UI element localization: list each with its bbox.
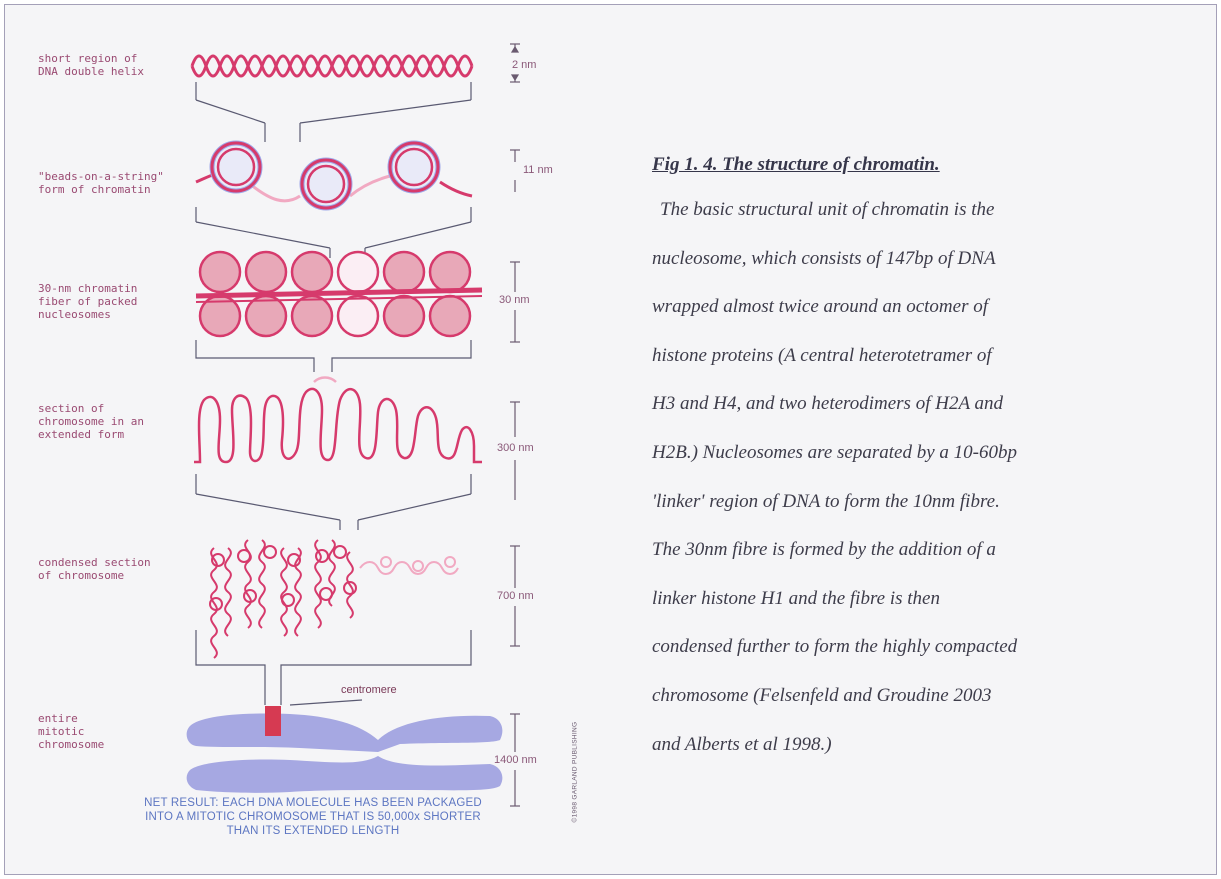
scale-label-2nm: 2 nm [512,59,536,71]
caption-title: Fig 1. 4. The structure of chromatin. [652,152,1192,178]
centromere-label: centromere [341,684,397,697]
level-label-extended-chromosome: section of chromosome in an extended for… [38,402,144,441]
caption-line: condensed further to form the highly com… [652,623,1192,672]
caption-line: linker histone H1 and the fibre is then [652,575,1192,624]
dna-double-helix [192,56,472,76]
level-label-dna-helix: short region of DNA double helix [38,52,144,78]
caption-line: H2B.) Nucleosomes are separated by a 10-… [652,429,1192,478]
level-label-beads-on-a-string: "beads-on-a-string" form of chromatin [38,170,164,196]
scale-bars [510,44,520,806]
beads-on-a-string [196,143,472,208]
scale-label-300nm: 300 nm [497,442,534,454]
caption-line: nucleosome, which consists of 147bp of D… [652,235,1192,284]
chromatin-fiber-30nm [196,252,482,336]
caption-line: The basic structural unit of chromatin i… [652,186,1192,235]
condensed-chromosome-section [210,540,458,658]
caption-body: The basic structural unit of chromatin i… [652,186,1192,769]
level-label-mitotic-chromosome: entire mitotic chromosome [38,712,104,751]
level-label-condensed-section: condensed section of chromosome [38,556,151,582]
extended-chromosome-section [194,378,482,463]
figure-caption: Fig 1. 4. The structure of chromatin. Th… [652,152,1192,769]
mitotic-chromosome [187,706,503,793]
scale-label-700nm: 700 nm [497,590,534,602]
scale-label-11nm: 11 nm [523,164,553,176]
caption-line: chromosome (Felsenfeld and Groudine 2003 [652,672,1192,721]
caption-line: 'linker' region of DNA to form the 10nm … [652,478,1192,527]
chromatin-diagram: short region of DNA double helix "beads-… [0,0,600,879]
copyright-credit-text: ©1998 GARLAND PUBLISHING [572,693,579,823]
net-result-note: NET RESULT: EACH DNA MOLECULE HAS BEEN P… [132,796,494,838]
caption-line: The 30nm fibre is formed by the addition… [652,526,1192,575]
scale-label-30nm: 30 nm [499,294,530,306]
caption-line: H3 and H4, and two heterodimers of H2A a… [652,380,1192,429]
caption-line: wrapped almost twice around an octomer o… [652,283,1192,332]
centromere-marker [265,706,281,736]
scale-label-1400nm: 1400 nm [494,754,537,766]
copyright-credit: ©1998 GARLAND PUBLISHING [570,690,582,830]
caption-line: histone proteins (A central heterotetram… [652,332,1192,381]
level-label-30nm-fiber: 30-nm chromatin fiber of packed nucleoso… [38,282,137,321]
caption-line: and Alberts et al 1998.) [652,721,1192,770]
